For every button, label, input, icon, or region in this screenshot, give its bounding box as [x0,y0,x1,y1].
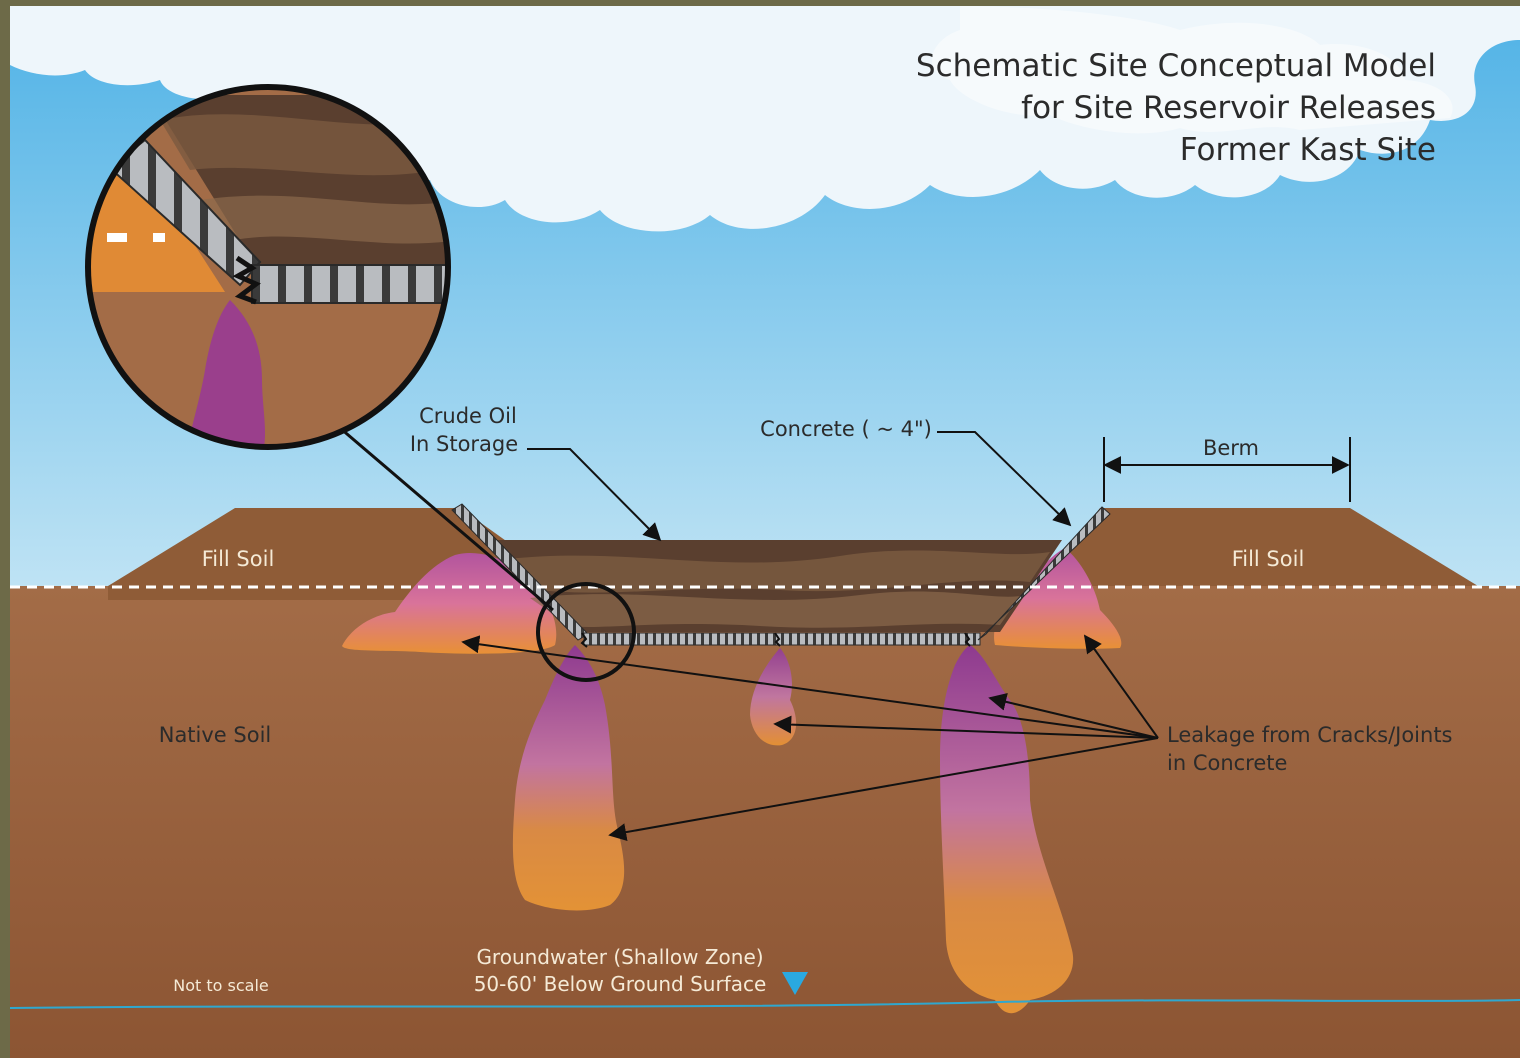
title-line-2: for Site Reservoir Releases [1021,90,1436,126]
native-soil-label: Native Soil [159,723,272,747]
title-line-1: Schematic Site Conceptual Model [916,48,1436,84]
native-soil [10,586,1520,1058]
diagram-title: Schematic Site Conceptual Model for Site… [916,48,1436,168]
arrow-leak-1 [461,635,1159,739]
fill-soil-right [1040,508,1478,586]
arrow-concrete [937,431,1072,527]
concrete-liner [451,503,1111,648]
zoom-target-circle [536,582,636,682]
oil-layer-2 [530,591,1020,628]
crude-oil-label-line-1: Crude Oil [419,404,517,428]
groundwater-line [9,999,1520,1009]
clouds [10,6,1520,232]
groundwater-label-line-1: Groundwater (Shallow Zone) [476,945,763,969]
fill-soil-left-label: Fill Soil [202,547,275,571]
callout-arrows [461,431,1351,842]
berm-label: Berm [1203,436,1259,460]
water-table-icon [782,972,808,995]
leakage-label-line-2: in Concrete [1167,751,1287,775]
arrow-leak-2 [773,715,1159,739]
arrow-crude-oil [527,448,662,542]
plume-right-deep [940,645,1074,1014]
plume-left-side [342,552,557,654]
plume-right-side [994,548,1122,649]
arrow-leak-3 [608,737,1159,842]
leakage-label-line-1: Leakage from Cracks/Joints [1167,723,1453,747]
zoom-detail [85,84,636,682]
arrow-leak-5 [1083,634,1159,739]
title-line-3: Former Kast Site [1180,132,1436,168]
zoom-magnifier-circle [85,84,451,450]
concrete-label: Concrete ( ~ 4") [760,417,932,441]
crude-oil-label-line-2: In Storage [410,432,518,456]
not-to-scale-note: Not to scale [173,976,269,995]
plume-left-deep [512,645,625,911]
oil-layer-1 [500,550,1050,593]
arrow-leak-4 [988,692,1159,739]
fill-soil-right-label: Fill Soil [1232,547,1305,571]
groundwater-label-line-2: 50-60' Below Ground Surface [474,972,767,996]
